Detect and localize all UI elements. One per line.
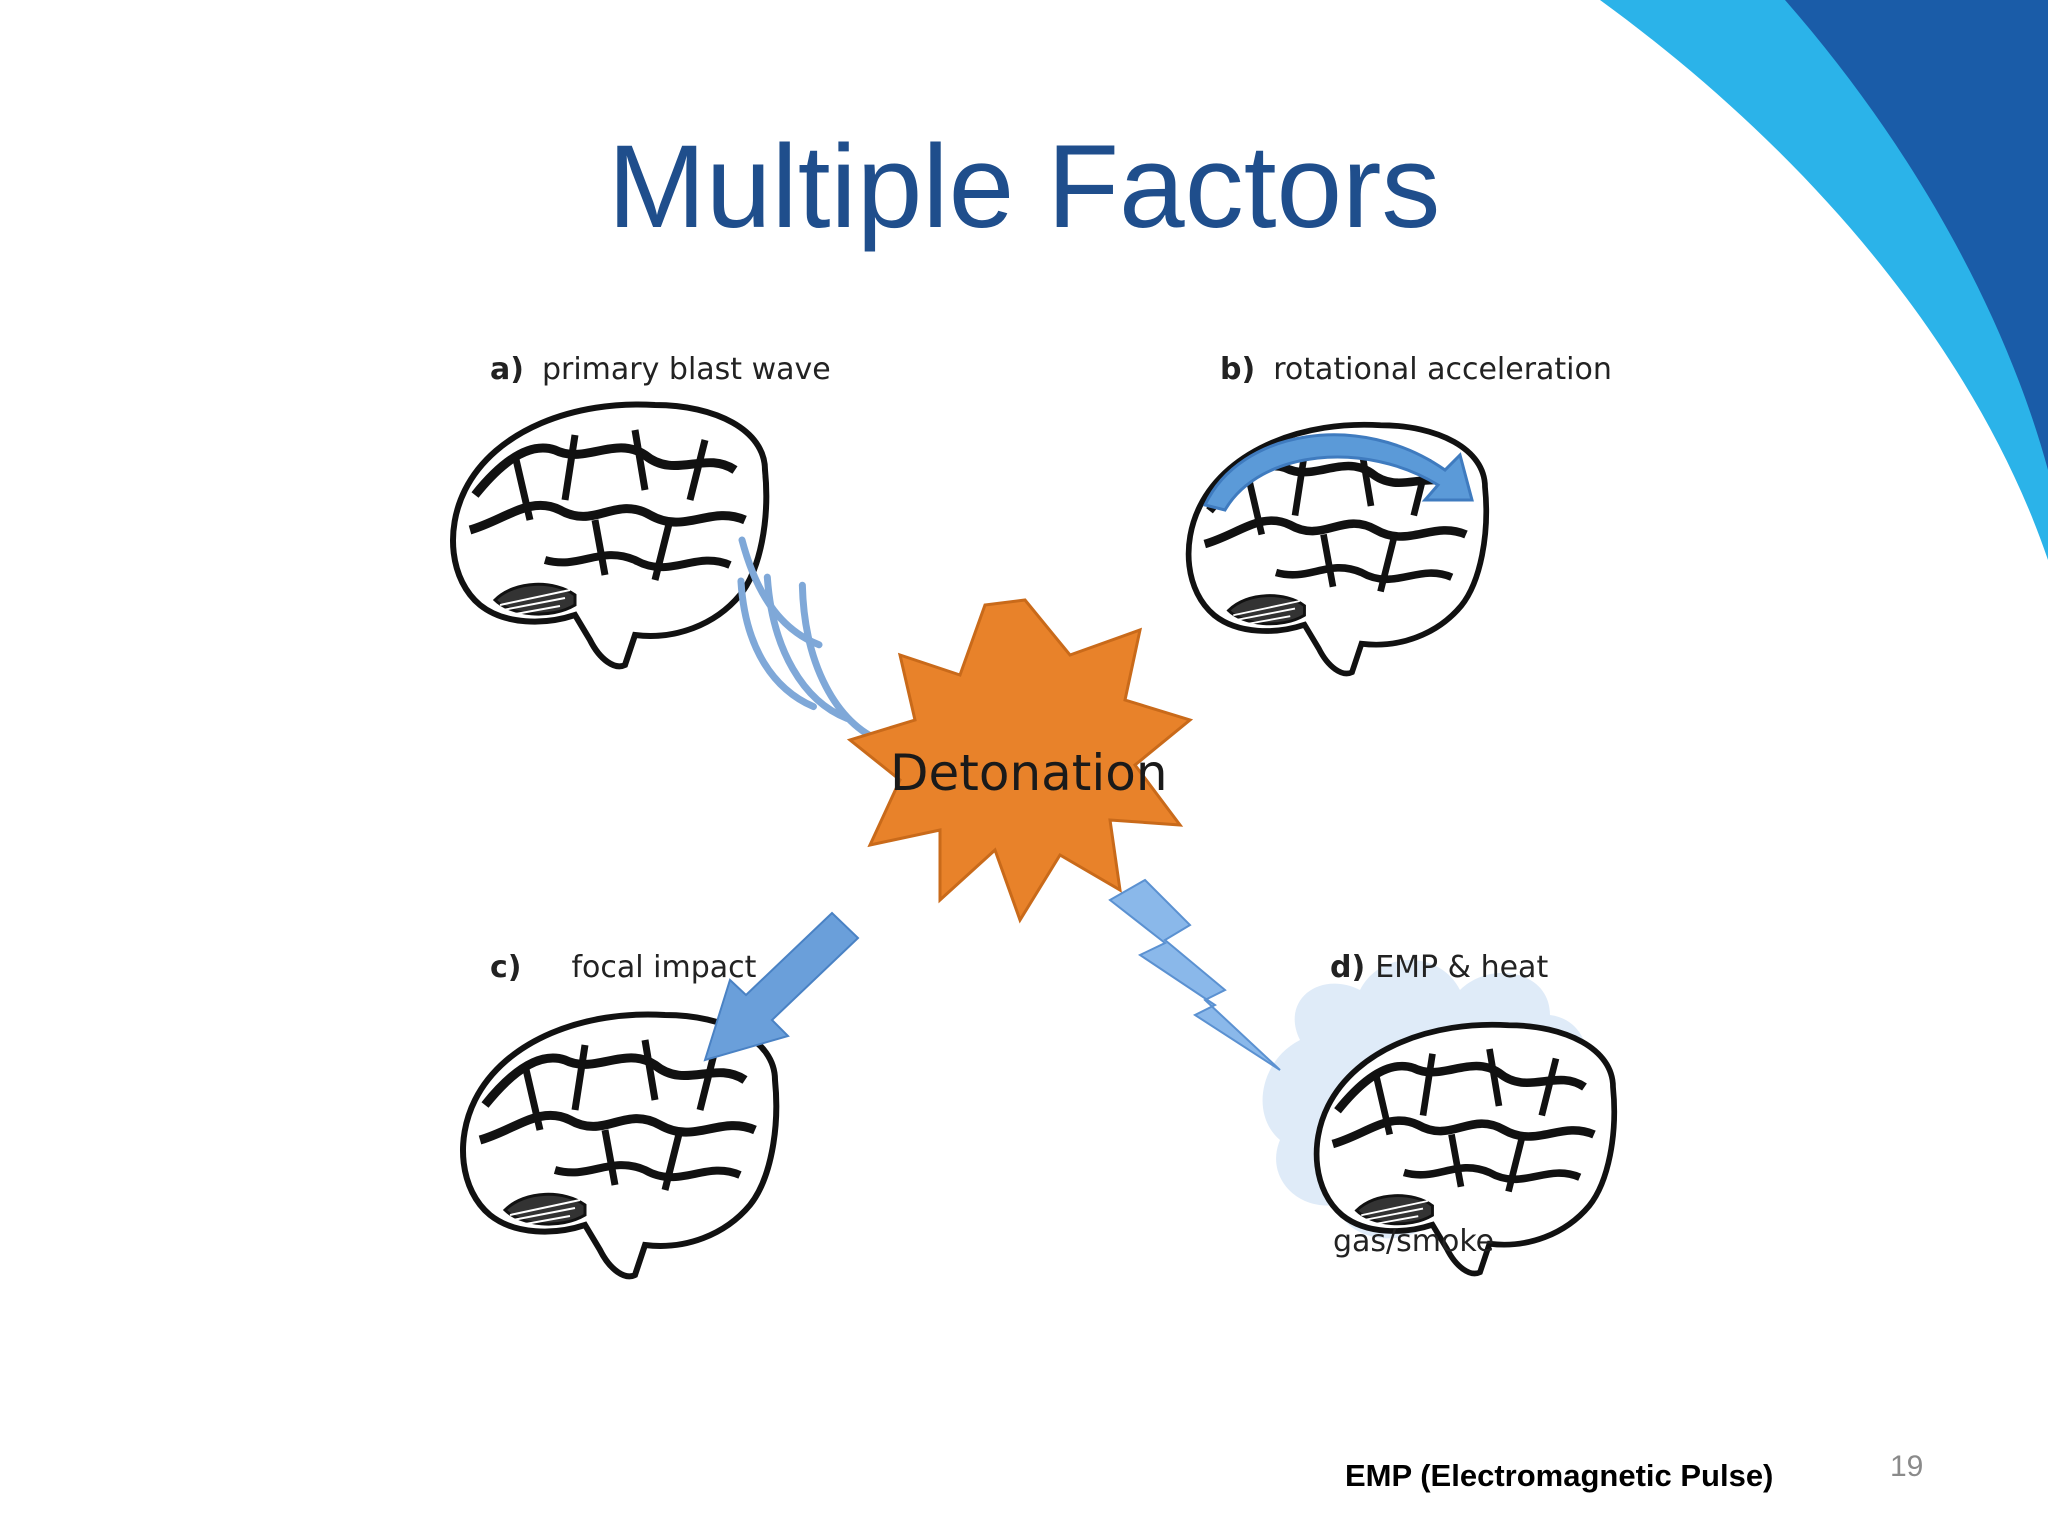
panel-letter: d): [1330, 950, 1366, 985]
page-number: 19: [1890, 1450, 1924, 1483]
panel-label-d: d) EMP & heat: [1330, 950, 1548, 985]
blast-factors-diagram: [420, 300, 1720, 1350]
detonation-label: Detonation: [890, 744, 1168, 802]
cloud-label: gas/smoke: [1333, 1224, 1495, 1259]
rotation-arrow-icon: [1202, 433, 1474, 512]
brain-icon-a: [453, 404, 766, 666]
panel-letter: a): [490, 352, 524, 387]
panel-letter: c): [490, 950, 522, 985]
lightning-bolt-icon: [1108, 878, 1281, 1071]
panel-label-a: a) primary blast wave: [490, 352, 831, 387]
panel-text: primary blast wave: [541, 352, 831, 387]
panel-text: rotational acceleration: [1273, 352, 1612, 387]
footnote: EMP (Electromagnetic Pulse): [1345, 1458, 1774, 1493]
panel-label-b: b) rotational acceleration: [1220, 352, 1612, 387]
panel-text: focal impact: [571, 950, 757, 985]
brain-icon-b: [1189, 425, 1487, 674]
detonation-starburst-shape: [846, 598, 1194, 924]
panel-text: EMP & heat: [1375, 950, 1549, 985]
panel-letter: b): [1220, 352, 1256, 387]
blast-wave-arcs-icon: [737, 536, 886, 745]
focal-impact-arrow-icon: [703, 911, 860, 1062]
panel-label-c: c) focal impact: [490, 950, 756, 985]
slide-title: Multiple Factors: [607, 121, 1441, 253]
